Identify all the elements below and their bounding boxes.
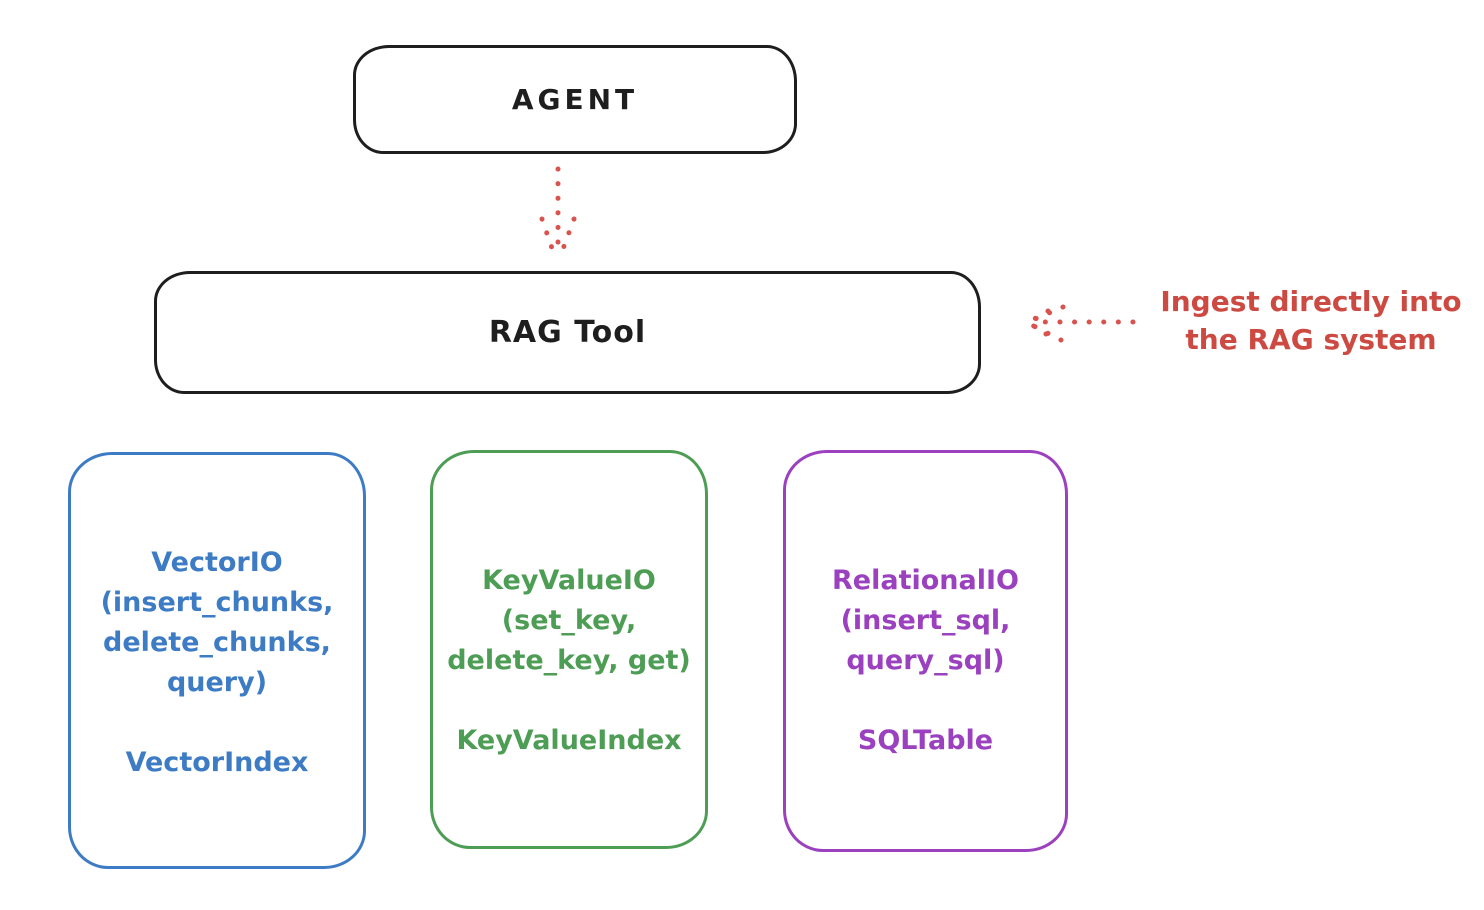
relational-io-method-line: query_sql) xyxy=(846,645,1005,676)
rag-tool-node: RAG Tool xyxy=(154,271,981,394)
keyvalue-io-node: KeyValueIO (set_key, delete_key, get) Ke… xyxy=(430,450,708,849)
vector-io-title: VectorIO xyxy=(151,547,283,578)
ingest-annotation-line2: the RAG system xyxy=(1185,323,1437,356)
vector-io-method-line: query) xyxy=(166,667,268,698)
vector-index-label: VectorIndex xyxy=(125,747,309,778)
ingest-annotation-arrow xyxy=(1025,304,1136,343)
vector-io-node: VectorIO (insert_chunks, delete_chunks, … xyxy=(68,452,366,869)
agent-node-label: AGENT xyxy=(511,83,639,116)
rag-tool-node-label: RAG Tool xyxy=(488,315,647,350)
relational-io-method-line: (insert_sql, xyxy=(840,605,1011,636)
keyvalue-io-method-line: delete_key, get) xyxy=(447,645,691,676)
keyvalue-io-title: KeyValueIO xyxy=(482,565,656,596)
agent-node: AGENT xyxy=(353,45,797,154)
sql-table-label: SQLTable xyxy=(857,725,994,756)
ingest-annotation-line1: Ingest directly into xyxy=(1160,285,1462,318)
ingest-annotation: Ingest directly into the RAG system xyxy=(1138,283,1484,359)
relational-io-node: RelationalIO (insert_sql, query_sql) SQL… xyxy=(783,450,1068,852)
keyvalue-index-label: KeyValueIndex xyxy=(456,725,682,756)
agent-to-rag-tool-arrow xyxy=(539,166,577,260)
relational-io-title: RelationalIO xyxy=(832,565,1019,596)
vector-io-method-line: (insert_chunks, xyxy=(100,587,334,618)
keyvalue-io-method-line: (set_key, xyxy=(501,605,637,636)
vector-io-method-line: delete_chunks, xyxy=(103,627,331,658)
